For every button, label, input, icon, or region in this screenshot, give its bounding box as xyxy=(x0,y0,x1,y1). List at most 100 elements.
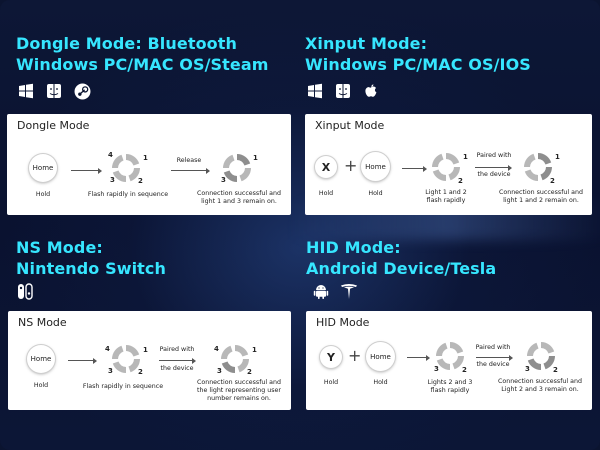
caption-flash: Light 1 and 2 flash rapidly xyxy=(417,189,475,205)
hid-section-title: HID Mode: Android Device/Tesla xyxy=(306,237,496,279)
led-ring-flashing xyxy=(432,153,460,181)
ns-section-title: NS Mode: Nintendo Switch xyxy=(16,237,166,279)
caption-result-line2: light 1 and 2 remain on. xyxy=(503,197,579,204)
home-button: Home xyxy=(29,154,57,182)
step-arrow xyxy=(171,167,210,174)
caption-result-line2: Light 2 and 3 remain on. xyxy=(501,386,579,393)
xinput-platform-icons xyxy=(306,82,380,100)
home-button: Home xyxy=(366,342,395,371)
step-arrow xyxy=(407,354,430,361)
ring-number-2: 2 xyxy=(462,366,467,374)
home-button: Home xyxy=(27,345,55,373)
caption-flash-line1: Lights 2 and 3 xyxy=(427,379,473,386)
steam-icon xyxy=(73,82,91,100)
step-arrow xyxy=(71,167,102,174)
ring-number-3: 3 xyxy=(525,365,530,373)
ns-panel: NS Mode Home Hold 4 1 3 2 Flash rapidly … xyxy=(8,311,291,410)
ring-number-2: 2 xyxy=(247,368,252,376)
led-ring-connected xyxy=(221,345,249,373)
windows-icon xyxy=(17,82,35,100)
ring-number-1: 1 xyxy=(555,153,560,161)
ring-number-4: 4 xyxy=(108,151,113,159)
y-button: Y xyxy=(320,346,342,368)
ns-title-line2: Nintendo Switch xyxy=(16,259,166,278)
arrow-label-paired: Paired with xyxy=(476,152,512,159)
caption-flash: Flash rapidly in sequence xyxy=(87,191,169,198)
caption-result: Connection successful and light 1 and 3 … xyxy=(191,190,287,206)
caption-hold: Hold xyxy=(323,379,339,386)
hid-platform-icons xyxy=(312,282,358,300)
dongle-panel-title: Dongle Mode xyxy=(17,119,90,132)
ring-number-2: 2 xyxy=(138,177,143,185)
led-ring-connected xyxy=(223,154,251,182)
ns-platform-icons xyxy=(16,282,34,300)
step-arrow xyxy=(475,164,512,171)
dongle-section-title: Dongle Mode: Bluetooth Windows PC/MAC OS… xyxy=(16,33,269,75)
ring-number-3: 3 xyxy=(110,176,115,184)
caption-flash-line2: flash rapidly xyxy=(430,387,470,394)
caption-result: Connection successful and light 1 and 2 … xyxy=(493,189,589,205)
dongle-title-line1: Dongle Mode: Bluetooth xyxy=(16,34,238,53)
arrow-label-paired: Paired with xyxy=(475,344,511,351)
arrow-label-device: the device xyxy=(477,171,511,178)
home-button-label: Home xyxy=(32,164,54,172)
caption-result-line3: number remains on. xyxy=(207,395,271,402)
caption-hold: Hold xyxy=(33,382,49,389)
home-button-label: Home xyxy=(370,352,391,361)
led-ring-flashing xyxy=(112,345,140,373)
ring-number-2: 2 xyxy=(138,368,143,376)
tesla-icon xyxy=(340,282,358,300)
ring-number-1: 1 xyxy=(252,346,257,354)
ring-number-1: 1 xyxy=(463,153,468,161)
home-button-label: Home xyxy=(30,355,52,363)
ring-number-4: 4 xyxy=(214,345,219,353)
home-button: Home xyxy=(361,152,390,181)
ring-number-2: 2 xyxy=(553,366,558,374)
finder-icon xyxy=(45,82,63,100)
caption-result-line1: Connection successful and xyxy=(196,379,282,386)
hid-title-line2: Android Device/Tesla xyxy=(306,259,497,278)
dongle-title-line2: Windows PC/MAC OS/Steam xyxy=(16,55,269,74)
arrow-label-paired: Paired with xyxy=(159,346,195,353)
caption-hold: Hold xyxy=(318,190,334,197)
apple-icon xyxy=(362,82,380,100)
ns-panel-title: NS Mode xyxy=(18,316,67,329)
caption-hold: Hold xyxy=(35,191,51,198)
step-arrow xyxy=(476,354,513,361)
arrow-label-device: the device xyxy=(476,361,510,368)
xinput-title-line1: Xinput Mode: xyxy=(305,34,428,53)
step-arrow xyxy=(68,357,97,364)
hid-title-line1: HID Mode: xyxy=(306,238,401,257)
ring-number-4: 4 xyxy=(105,345,110,353)
caption-result-line2: the light representing user xyxy=(196,387,282,394)
ring-number-1: 1 xyxy=(253,154,258,162)
windows-icon xyxy=(306,82,324,100)
caption-hold: Hold xyxy=(373,379,388,386)
x-button-label: X xyxy=(321,160,331,174)
caption-flash-line2: flash rapidly xyxy=(426,197,466,204)
plus-sign: + xyxy=(344,156,358,175)
xinput-panel-title: Xinput Mode xyxy=(315,119,385,132)
x-button: X xyxy=(315,156,337,178)
home-button-label: Home xyxy=(365,162,386,171)
ring-number-3: 3 xyxy=(217,367,222,375)
ring-number-1: 1 xyxy=(143,346,148,354)
hid-panel-title: HID Mode xyxy=(316,316,370,329)
caption-result-line2: light 1 and 3 remain on. xyxy=(201,198,277,205)
ring-number-2: 2 xyxy=(550,177,555,185)
ring-number-2: 2 xyxy=(458,177,463,185)
caption-hold: Hold xyxy=(368,190,383,197)
caption-result-line1: Connection successful and xyxy=(497,378,583,385)
led-ring-flashing xyxy=(436,342,464,370)
caption-flash: Lights 2 and 3 flash rapidly xyxy=(420,379,480,395)
step-arrow xyxy=(159,357,196,364)
android-icon xyxy=(312,282,330,300)
ring-number-3: 3 xyxy=(434,365,439,373)
ring-number-3: 3 xyxy=(221,176,226,184)
caption-flash-line1: Light 1 and 2 xyxy=(425,189,467,196)
dongle-platform-icons xyxy=(17,82,91,100)
caption-flash: Flash rapidly in sequence xyxy=(82,383,164,390)
caption-result: Connection successful and Light 2 and 3 … xyxy=(492,378,588,394)
ring-number-3: 3 xyxy=(108,367,113,375)
